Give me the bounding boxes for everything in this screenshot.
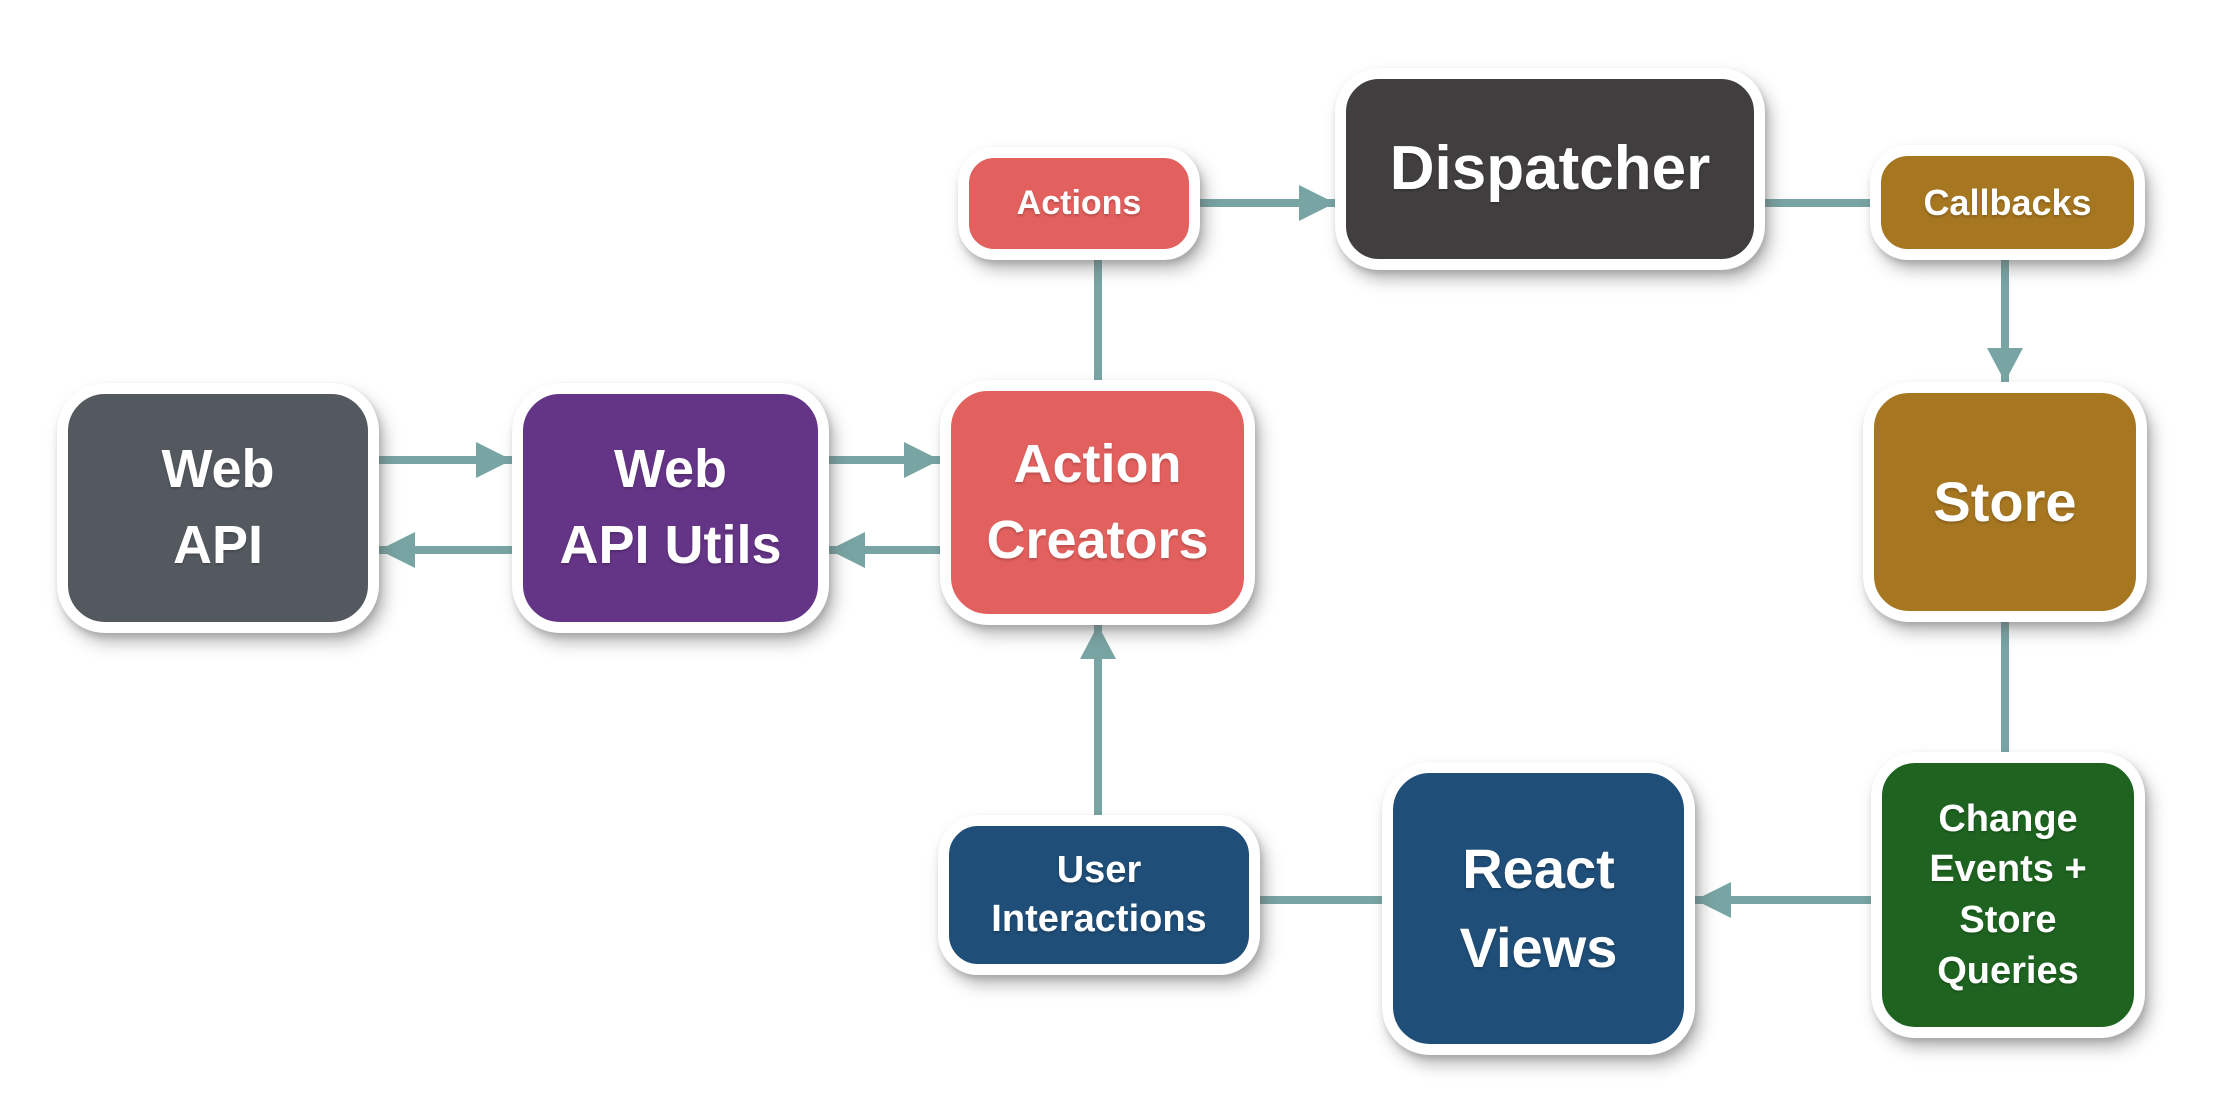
node-react-views-label: React Views <box>1459 837 1618 979</box>
node-dispatcher-label: Dispatcher <box>1389 134 1711 204</box>
arrowhead-into-store <box>1987 348 2023 382</box>
arrowhead-into-web-api-utils-right <box>829 532 865 568</box>
node-change-events-store-queries-label: Change Events + Store Queries <box>1929 797 2087 992</box>
node-change-events-store-queries: Change Events + Store Queries <box>1871 752 2145 1038</box>
node-action-creators: Action Creators <box>940 380 1255 625</box>
arrowhead-into-action-creators-left <box>904 442 940 478</box>
edge-user-interactions-to-action-creators <box>1094 625 1102 815</box>
arrowhead-into-web-api-utils <box>476 442 512 478</box>
edge-action-creators-to-actions <box>1094 260 1102 382</box>
edge-change-events-to-react-views <box>1695 896 1871 904</box>
node-action-creators-label: Action Creators <box>986 433 1209 570</box>
node-web-api-utils-label: Web API Utils <box>559 439 782 575</box>
node-web-api: Web API <box>57 383 379 633</box>
edge-store-to-change-events <box>2001 622 2009 752</box>
node-callbacks-label: Callbacks <box>1923 181 2092 223</box>
node-react-views: React Views <box>1382 762 1695 1055</box>
node-user-interactions: User Interactions <box>938 815 1260 975</box>
node-web-api-label: Web API <box>161 439 275 575</box>
node-store-label: Store <box>1933 470 2077 534</box>
arrowhead-into-action-creators-bottom <box>1080 625 1116 659</box>
node-store: Store <box>1863 382 2147 622</box>
arrowhead-into-dispatcher <box>1299 185 1335 221</box>
edge-web-api-utils-to-web-api <box>379 546 512 554</box>
edge-actions-to-dispatcher <box>1200 199 1335 207</box>
arrowhead-into-react-views <box>1695 882 1731 918</box>
edge-web-api-to-web-api-utils <box>379 456 512 464</box>
edge-action-creators-to-web-api-utils <box>829 546 940 554</box>
node-web-api-utils: Web API Utils <box>512 383 829 633</box>
node-callbacks: Callbacks <box>1870 145 2145 260</box>
node-user-interactions-label: User Interactions <box>991 848 1207 940</box>
edge-web-api-utils-to-action-creators <box>829 456 940 464</box>
node-actions: Actions <box>958 147 1200 260</box>
edge-react-views-to-user-interactions <box>1260 896 1382 904</box>
edge-callbacks-to-store <box>2001 260 2009 382</box>
edge-dispatcher-to-callbacks <box>1765 199 1870 207</box>
arrowhead-into-web-api <box>379 532 415 568</box>
node-actions-label: Actions <box>1016 184 1142 223</box>
node-dispatcher: Dispatcher <box>1335 68 1765 270</box>
